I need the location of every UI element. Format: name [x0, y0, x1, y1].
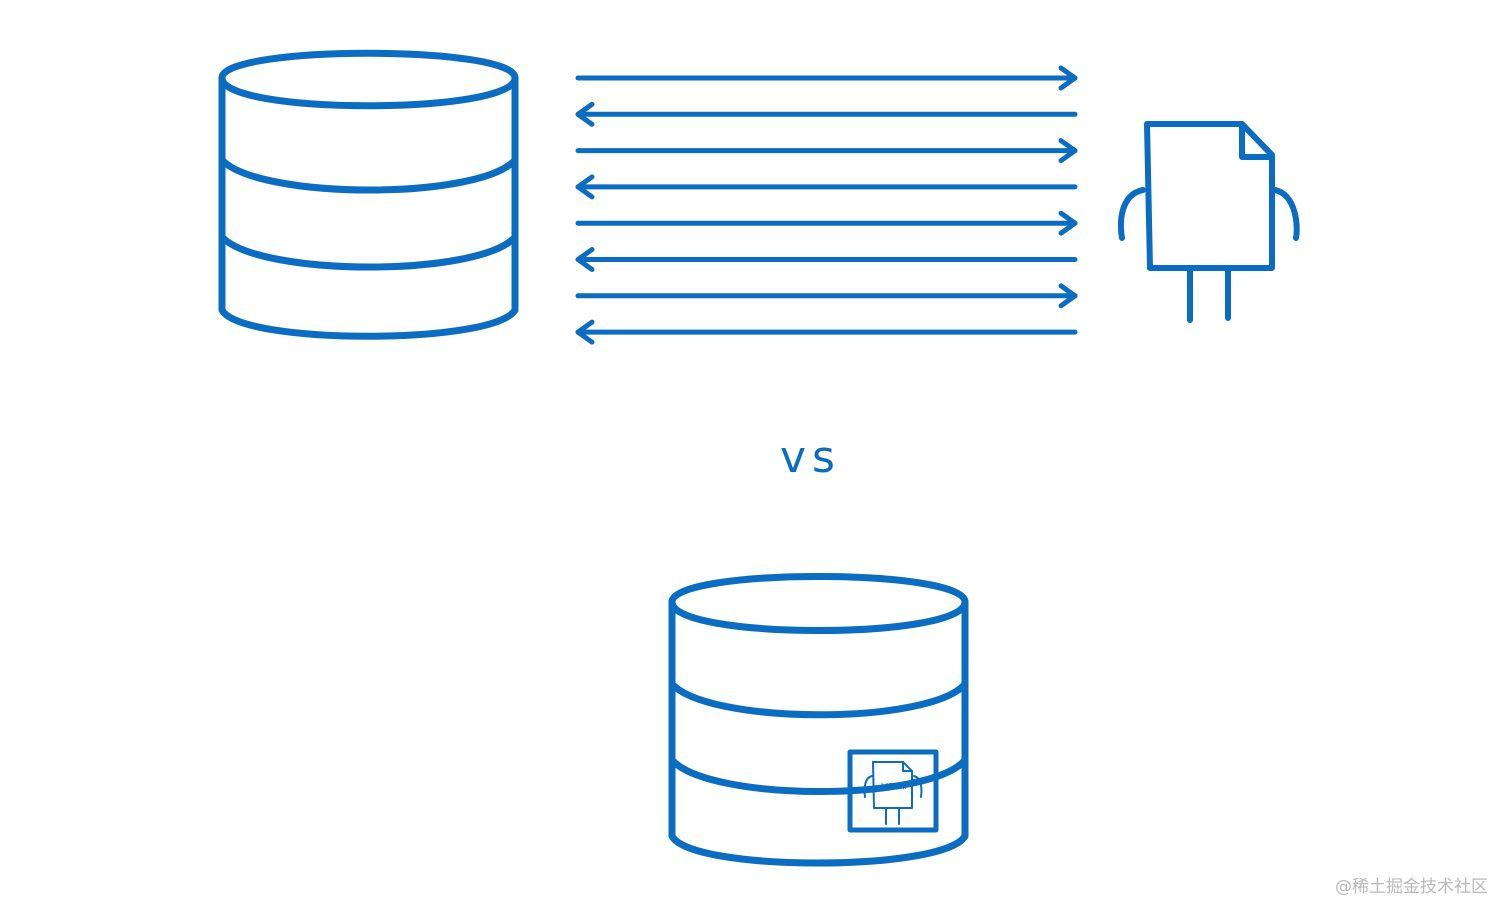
arrow-left-icon — [575, 101, 1078, 127]
arrow-right-icon — [575, 283, 1078, 309]
arrow-left-icon — [575, 174, 1078, 200]
top-database-icon — [218, 49, 519, 340]
arrow-right-icon — [575, 138, 1078, 164]
vs-label: vs — [780, 432, 841, 483]
document-character-icon — [1117, 121, 1300, 323]
watermark-text: @稀土掘金技术社区 — [1335, 877, 1488, 897]
arrow-left-icon — [575, 319, 1078, 345]
arrow-right-icon — [575, 210, 1078, 236]
wasm-module-card: .wasm — [847, 749, 939, 833]
request-arrows — [575, 65, 1078, 345]
arrow-left-icon — [575, 247, 1078, 272]
wasm-label: .wasm — [875, 780, 907, 792]
bottom-database-icon — [668, 573, 969, 867]
wasm-file-icon — [863, 761, 923, 825]
arrow-right-icon — [575, 65, 1078, 91]
